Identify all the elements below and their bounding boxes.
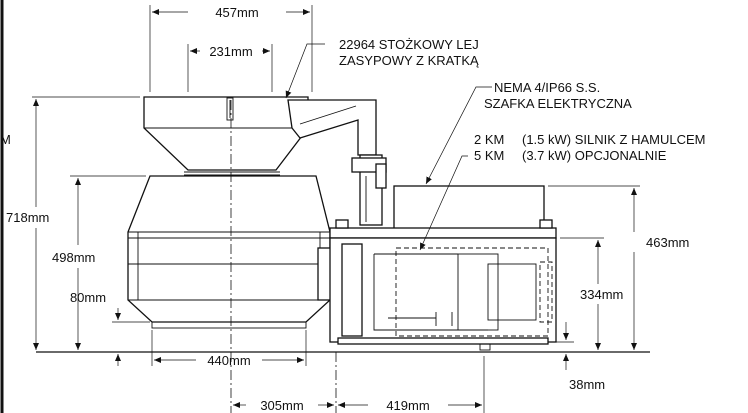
motor-outline — [395, 247, 549, 337]
electrical-cabinet — [393, 185, 545, 233]
dimension-clearance — [556, 322, 574, 370]
leader-hopper — [285, 43, 325, 99]
label-top-width: 457mm — [215, 5, 258, 20]
label-offset-width: 305mm — [260, 398, 303, 413]
chute-arm — [287, 99, 377, 156]
top-plate — [329, 227, 557, 239]
callout-cabinet-line1: NEMA 4/IP66 S.S. — [494, 80, 600, 95]
dimension-base-width — [151, 330, 307, 366]
dimension-foot-height — [112, 308, 150, 366]
dimension-total-height — [32, 96, 140, 350]
label-total-height: 718mm — [6, 210, 49, 225]
callout-hopper-line1: 22964 STOŻKOWY LEJ — [339, 37, 479, 52]
dimension-top-width — [149, 5, 313, 92]
dimension-inner-width — [187, 44, 273, 92]
label-cabinet-width: 419mm — [386, 398, 429, 413]
dimension-cabinet-width — [338, 356, 485, 413]
motor-frame — [329, 237, 557, 343]
leader-motor — [419, 155, 468, 251]
label-cabinet-height: 463mm — [646, 235, 689, 250]
label-inner-width: 231mm — [209, 44, 252, 59]
edge-label: M — [0, 132, 11, 147]
machine-outline — [36, 96, 650, 353]
cone-hopper — [143, 96, 309, 171]
callout-motor-power-2: 5 KM — [474, 148, 504, 163]
callout-motor-desc-1: (1.5 kW) SILNIK Z HAMULCEM — [522, 132, 705, 147]
dimension-body-height — [70, 175, 146, 350]
callout-hopper-line2: ZASYPOWY Z KRATKĄ — [339, 53, 479, 68]
callout-cabinet-line2: SZAFKA ELEKTRYCZNA — [484, 96, 632, 111]
label-foot-height: 80mm — [70, 290, 106, 305]
dimension-cabinet-height — [548, 185, 640, 350]
label-base-width: 440mm — [207, 353, 250, 368]
leader-cabinet — [425, 86, 492, 185]
callout-motor-power-1: 2 KM — [474, 132, 504, 147]
label-body-height: 498mm — [52, 250, 95, 265]
dimension-motor-height — [560, 237, 604, 350]
label-clearance: 38mm — [569, 377, 605, 392]
callout-motor-desc-2: (3.7 kW) OPCJONALNIE — [522, 148, 667, 163]
label-motor-height: 334mm — [580, 287, 623, 302]
